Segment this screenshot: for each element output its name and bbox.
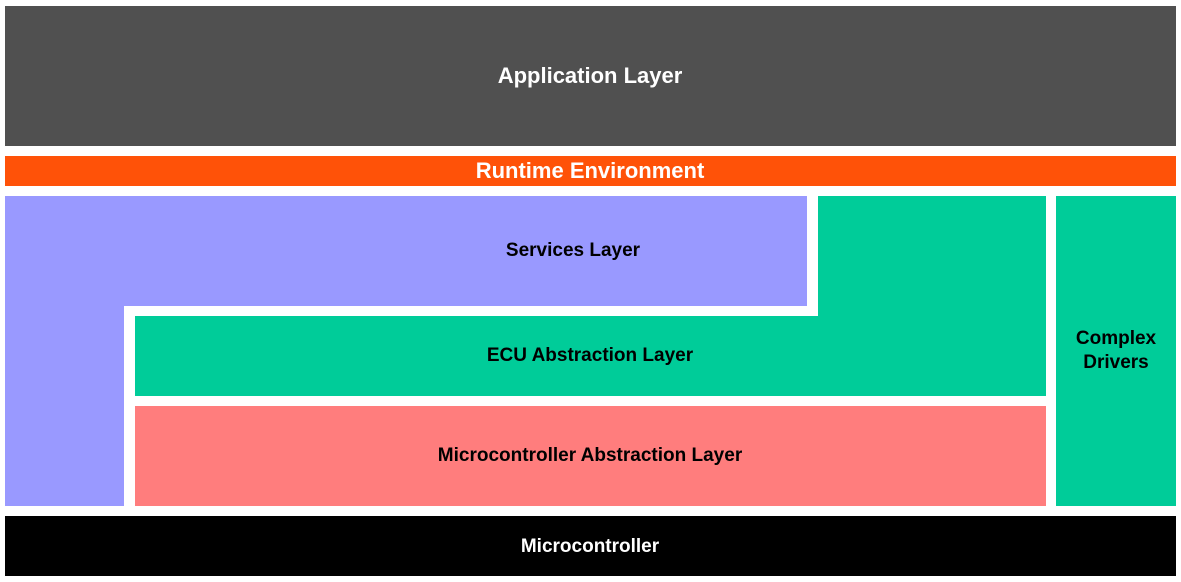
services-layer-label: Services Layer xyxy=(505,240,641,261)
services-layer-block-top xyxy=(5,196,807,306)
runtime-environment-label: Runtime Environment xyxy=(475,158,705,183)
application-layer-block xyxy=(5,6,1176,146)
runtime-environment-block xyxy=(5,156,1176,186)
microcontroller-abstraction-layer-label: Microcontroller Abstraction Layer xyxy=(437,445,743,466)
microcontroller-abstraction-layer-block xyxy=(135,406,1046,506)
microcontroller-label: Microcontroller xyxy=(520,536,660,557)
ecu-abstraction-layer-block xyxy=(135,316,1046,396)
application-layer-label: Application Layer xyxy=(497,63,683,88)
ecu-abstraction-layer-block-top xyxy=(818,196,1046,316)
complex-drivers-block xyxy=(1056,196,1176,506)
services-layer-block-left xyxy=(5,306,124,506)
ecu-abstraction-layer-label: ECU Abstraction Layer xyxy=(486,345,694,366)
microcontroller-block xyxy=(5,516,1176,576)
complex-drivers-label: Complex Drivers xyxy=(1075,328,1157,373)
